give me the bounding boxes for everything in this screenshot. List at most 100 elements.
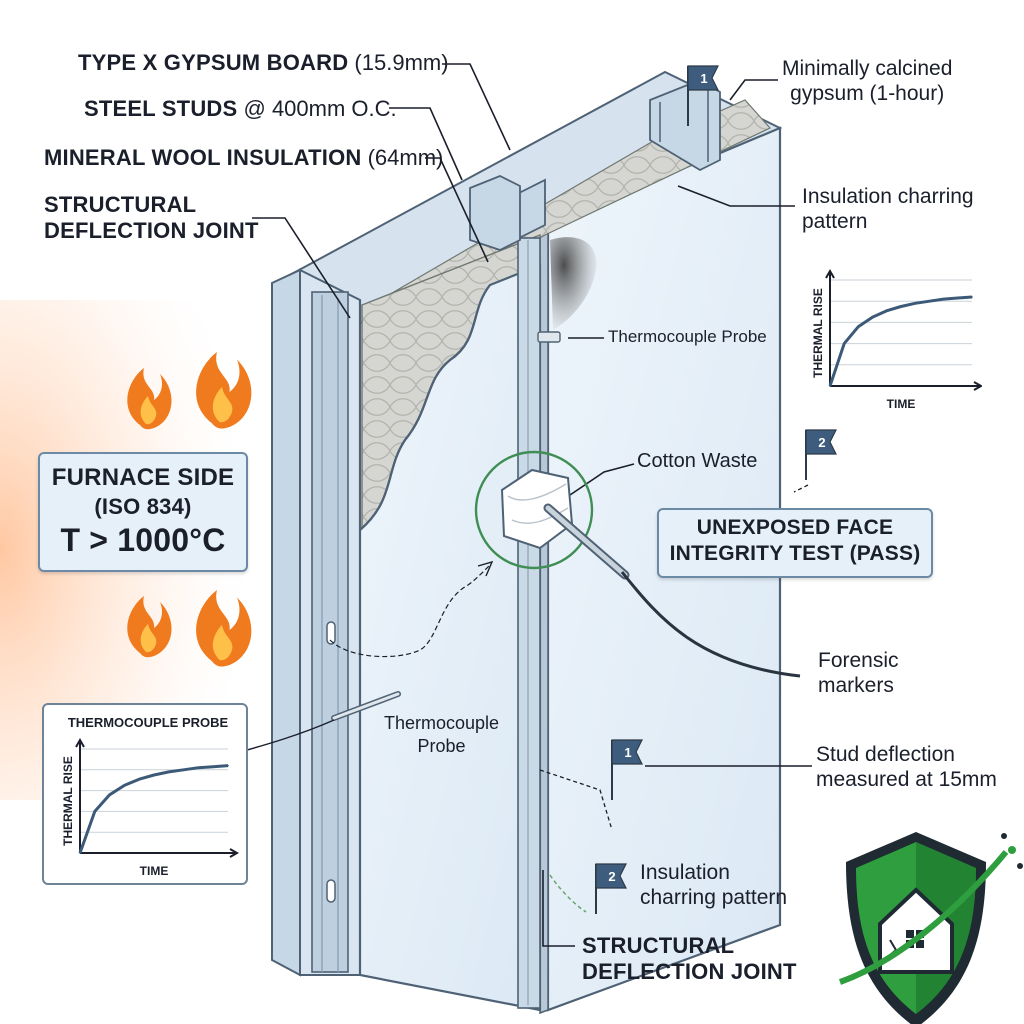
label-deflection-joint-bottom-line1: STRUCTURAL — [582, 933, 735, 958]
label-stud-deflection-line2: measured at 15mm — [816, 768, 997, 791]
thermal-rise-chart-bottom: TIME THERMAL RISE THERMOCOUPLE PROBE — [61, 715, 240, 878]
flag2-dash — [793, 484, 809, 493]
flag-number: 2 — [818, 435, 825, 450]
flag-icon: 1 — [611, 739, 643, 800]
thermocouple-chart-frame: TIME THERMAL RISE THERMOCOUPLE PROBE — [42, 703, 248, 885]
label-charring-top-line1: Insulation charring — [802, 185, 974, 208]
leader-mineral-wool — [425, 157, 489, 263]
leader-deflection-top — [252, 217, 351, 319]
data-point — [138, 778, 140, 780]
flag-number: 1 — [624, 745, 631, 760]
data-point — [857, 325, 860, 328]
integrity-line1: UNEXPOSED FACE — [696, 516, 894, 539]
furnace-line2: (ISO 834) — [94, 494, 192, 519]
y-axis-label: THERMAL RISE — [811, 288, 825, 378]
flag1-low-dash — [539, 769, 613, 831]
x-axis-label: TIME — [887, 397, 916, 411]
flame-icon — [196, 590, 252, 667]
furnace-line1: FURNACE SIDE — [51, 464, 235, 491]
data-point — [212, 765, 214, 768]
label-forensic-markers: Forensic markers — [818, 648, 899, 698]
data-point — [871, 316, 874, 318]
left-edge-stud — [271, 268, 301, 977]
data-point — [227, 764, 229, 767]
furnace-line3: T > 1000°C — [60, 522, 226, 558]
middle-stud-web — [517, 237, 541, 1009]
y-axis-label: THERMAL RISE — [61, 756, 75, 846]
label-stud-deflection-line1: Stud deflection — [816, 743, 955, 766]
chart-title: THERMOCOUPLE PROBE — [68, 715, 229, 730]
label-steel-studs: STEEL STUDS @ 400mm O.C. — [84, 96, 397, 122]
stud-slot — [326, 621, 336, 645]
flame-icon — [127, 368, 172, 430]
label-forensic-line2: markers — [818, 674, 894, 697]
label-thermocouple-top: Thermocouple Probe — [608, 327, 767, 346]
probe-wire-arrow — [477, 560, 494, 577]
label-mineral-wool-dim: (64mm) — [367, 145, 444, 170]
label-charring-top-line2: pattern — [802, 210, 868, 233]
flag-icon: 2 — [595, 863, 627, 914]
label-charring-bottom: Insulation charring pattern — [640, 860, 787, 910]
flag-number: 2 — [608, 869, 615, 884]
x-axis-arrow — [973, 381, 982, 391]
label-gypsum-board: TYPE X GYPSUM BOARD (15.9mm) — [78, 50, 449, 76]
y-axis-arrow — [825, 268, 835, 279]
flag-icon: 1 — [687, 65, 719, 126]
data-point — [886, 309, 888, 312]
back-board-edge — [539, 223, 549, 1015]
probe-wire — [329, 564, 491, 658]
flag-number: 1 — [700, 71, 707, 86]
label-charring-bottom-line1: Insulation — [640, 861, 730, 884]
cotton-waste-ring — [474, 450, 594, 570]
data-point — [900, 305, 902, 308]
leader-deflection-bottom — [542, 870, 575, 947]
flame-icon — [196, 352, 252, 429]
label-steel-studs-bold: STEEL STUDS — [84, 96, 238, 121]
shield-house-icon — [838, 832, 1023, 1024]
label-deflection-joint-bottom-line2: DEFLECTION JOINT — [582, 959, 797, 984]
data-point — [829, 385, 831, 387]
probe-cable — [620, 571, 801, 678]
data-point — [168, 771, 170, 773]
label-deflection-joint-top-line2: DEFLECTION JOINT — [44, 218, 259, 243]
label-thermocouple-center: Thermocouple Probe — [384, 712, 499, 758]
series-line — [828, 295, 973, 387]
label-deflection-joint-top: STRUCTURAL DEFLECTION JOINT — [44, 192, 259, 244]
label-forensic-line1: Forensic — [818, 649, 899, 672]
x-axis-label: TIME — [140, 864, 169, 878]
stud-slot — [326, 879, 336, 903]
label-gypsum-board-bold: TYPE X GYPSUM BOARD — [78, 50, 349, 75]
data-point — [153, 774, 155, 776]
data-point — [928, 300, 931, 302]
data-point — [914, 302, 916, 305]
data-point — [79, 852, 81, 854]
thermocouple-probe-top — [537, 331, 561, 343]
leader-calcined — [729, 79, 778, 101]
label-stud-deflection: Stud deflection measured at 15mm — [816, 742, 997, 792]
data-point — [182, 769, 185, 771]
label-deflection-joint-top-line1: STRUCTURAL — [44, 192, 197, 217]
leader-cotton-waste — [569, 463, 635, 496]
label-calcined-line1: Minimally calcined — [782, 57, 953, 80]
label-steel-studs-dim: @ 400mm O.C. — [243, 96, 397, 121]
flag-icon: 2 — [805, 429, 837, 480]
integrity-test-box: UNEXPOSED FACE INTEGRITY TEST (PASS) — [657, 508, 933, 578]
leader-gypsum-board — [442, 63, 511, 151]
upper-stud — [469, 175, 521, 251]
label-thermocouple-center-line1: Thermocouple — [384, 713, 500, 733]
series-line — [78, 764, 229, 854]
label-calcined-line2: gypsum (1-hour) — [790, 82, 945, 105]
data-point — [942, 298, 945, 300]
insulation-char-area — [550, 237, 597, 330]
data-point — [197, 766, 200, 769]
label-mineral-wool: MINERAL WOOL INSULATION (64mm) — [44, 145, 443, 171]
data-point — [957, 297, 959, 299]
label-thermocouple-center-line2: Probe — [417, 736, 466, 756]
label-charring-top: Insulation charring pattern — [802, 184, 974, 234]
leader-steel-studs — [389, 107, 463, 181]
furnace-side-box: FURNACE SIDE (ISO 834) T > 1000°C — [38, 452, 248, 572]
thermal-rise-chart-top: TIME THERMAL RISE — [811, 268, 982, 411]
label-charring-bottom-line2: charring pattern — [640, 886, 788, 909]
label-gypsum-board-dim: (15.9mm) — [354, 50, 449, 75]
torn-board-edge — [359, 284, 491, 531]
